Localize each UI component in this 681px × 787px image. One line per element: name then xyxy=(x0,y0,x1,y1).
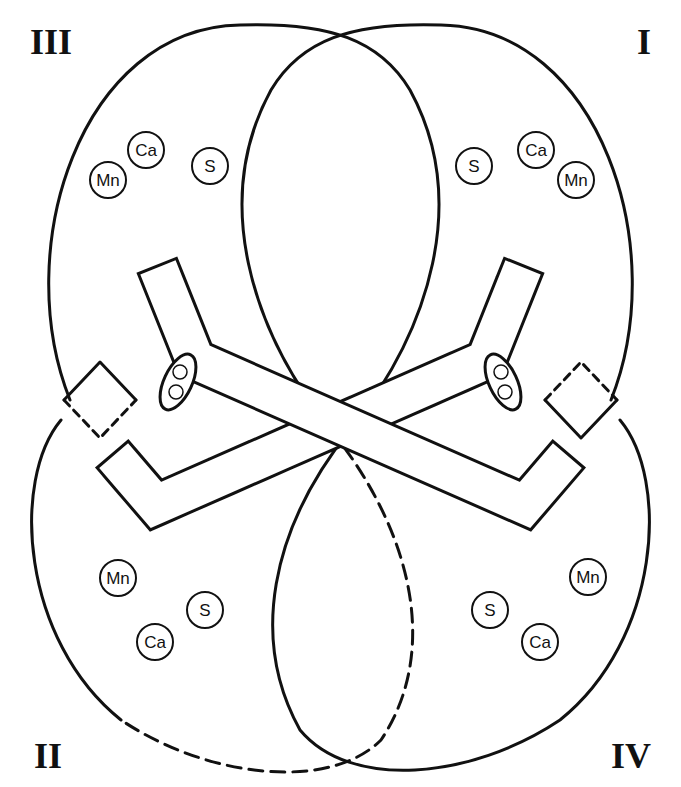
diamond-link xyxy=(545,400,617,438)
domain-numeral: III xyxy=(30,24,72,60)
element-circle: S xyxy=(471,591,509,629)
element-symbol: Mn xyxy=(564,172,588,189)
site-atom xyxy=(169,385,183,399)
domain-numeral: II xyxy=(34,738,62,774)
element-circle: Mn xyxy=(89,161,127,199)
element-symbol: Mn xyxy=(576,569,600,586)
site-atom xyxy=(494,365,508,379)
element-circle: Mn xyxy=(99,559,137,597)
band-solid xyxy=(165,285,555,505)
element-circle: S xyxy=(455,147,493,185)
element-circle: S xyxy=(191,147,229,185)
element-symbol: Mn xyxy=(106,570,130,587)
domain-numeral: IV xyxy=(611,738,651,774)
element-circle: Ca xyxy=(136,623,174,661)
element-symbol: Mn xyxy=(96,172,120,189)
diamond-link-dashed xyxy=(545,362,617,400)
diamond-link-dashed xyxy=(64,400,136,438)
site-atom xyxy=(173,365,187,379)
element-circle: Ca xyxy=(517,131,555,169)
element-circle: Ca xyxy=(127,131,165,169)
element-circle: Mn xyxy=(569,558,607,596)
element-symbol: S xyxy=(199,602,210,619)
element-symbol: S xyxy=(468,158,479,175)
element-circle: S xyxy=(186,591,224,629)
element-symbol: S xyxy=(484,602,495,619)
binding-site xyxy=(478,349,529,415)
diamond-link xyxy=(64,362,136,400)
element-symbol: Ca xyxy=(135,142,157,159)
element-symbol: S xyxy=(204,158,215,175)
loop-outline xyxy=(49,25,650,771)
element-circle: Mn xyxy=(557,161,595,199)
binding-site xyxy=(153,349,204,415)
band-fill xyxy=(165,285,555,505)
element-symbol: Ca xyxy=(525,142,547,159)
element-circle: Ca xyxy=(521,623,559,661)
element-symbol: Ca xyxy=(529,634,551,651)
domain-numeral: I xyxy=(637,24,651,60)
site-atom xyxy=(498,385,512,399)
element-symbol: Ca xyxy=(144,634,166,651)
